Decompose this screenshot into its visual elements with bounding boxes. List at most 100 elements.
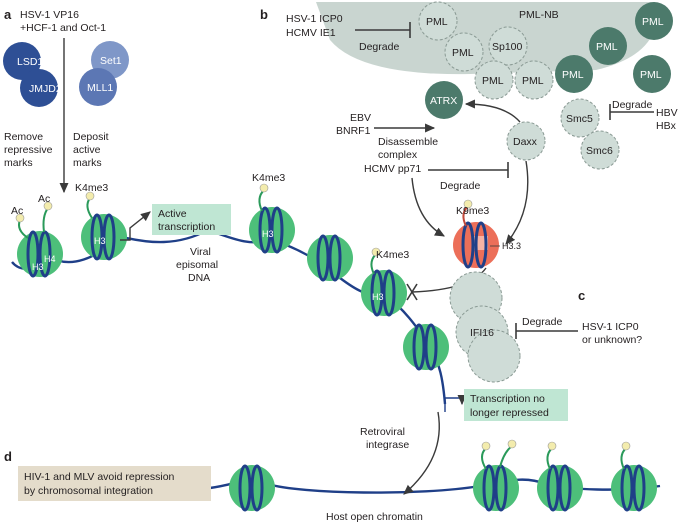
pml-solid-3: PML (635, 2, 673, 40)
no-repression-line1: Transcription no (470, 393, 545, 405)
svg-text:ATRX: ATRX (430, 95, 457, 107)
svg-text:Smc5: Smc5 (566, 113, 593, 125)
pml-nb-label: PML-NB (519, 9, 559, 21)
ac-mark-1: Ac (11, 205, 23, 217)
active-transcription-line1: Active (158, 208, 187, 220)
pml-solid-2: PML (589, 27, 627, 65)
svg-text:PML: PML (642, 16, 664, 28)
repression-bar-2 (406, 283, 418, 301)
panel-d-letter: d (4, 449, 12, 464)
pp71-arrow-to-nucleosome (411, 177, 445, 237)
svg-text:PML: PML (596, 41, 618, 53)
remove-line2: repressive (4, 144, 53, 156)
sp100-protein: Sp100 (488, 26, 528, 66)
no-repression-box (464, 389, 568, 421)
remove-line3: marks (4, 157, 33, 169)
episome-line3: DNA (188, 272, 210, 284)
integration-line1: HIV-1 and MLV avoid repression (24, 471, 175, 483)
host-nucleosome-4 (611, 441, 657, 512)
pml-dashed-1: PML (418, 1, 458, 41)
active-transcription-pointer (120, 211, 151, 241)
host-chromatin-label: Host open chromatin (326, 511, 423, 523)
panel-c-letter: c (578, 288, 585, 303)
h3-label-3: H3 (262, 229, 274, 239)
daxx-protein: Daxx (506, 121, 546, 161)
integration-line2: by chromosomal integration (24, 485, 153, 497)
inducer-line2: +HCF-1 and Oct-1 (20, 22, 106, 34)
svg-text:Sp100: Sp100 (492, 41, 523, 53)
host-nucleosome-2 (473, 439, 519, 512)
deposit-line3: marks (73, 157, 102, 169)
integration-box (18, 466, 211, 501)
svg-text:PML: PML (426, 16, 448, 28)
svg-text:PML: PML (640, 69, 662, 81)
k4me3-label-3: K4me3 (376, 249, 409, 261)
ifi16-cluster (449, 271, 521, 383)
lsd1-enzyme (3, 42, 41, 80)
degrade-label-c: Degrade (522, 316, 562, 328)
ac-mark-2: Ac (38, 193, 50, 205)
h3-3-label: H3.3 (502, 241, 521, 251)
set1-label: Set1 (100, 55, 122, 67)
h4-label: H4 (44, 254, 56, 264)
svg-text:PML: PML (522, 75, 544, 87)
svg-text:Daxx: Daxx (513, 136, 538, 148)
integrase-line1: Retroviral (360, 426, 405, 438)
icp0-unknown-line2: or unknown? (582, 334, 642, 346)
lsd1-label: LSD1 (17, 56, 43, 68)
integrase-arrow (403, 411, 440, 495)
nucleosome-k4me3-2 (249, 183, 295, 254)
icp0-unknown-line1: HSV-1 ICP0 (582, 321, 639, 333)
integrase-line2: integrase (366, 439, 409, 451)
nucleosome-k4me3-1 (81, 191, 127, 261)
nucleosome-plain-1 (307, 234, 353, 282)
episome-line2: episomal (176, 259, 218, 271)
nucleosome-k4me3-3 (361, 247, 407, 317)
k9me3-label: K9me3 (456, 205, 489, 217)
jmjd2-enzyme (20, 69, 58, 107)
k4me3-label-2: K4me3 (252, 172, 285, 184)
host-dna-strand (209, 478, 661, 494)
nucleosome-plain-2 (403, 323, 449, 371)
icp0-ie1-line1: HSV-1 ICP0 (286, 13, 343, 25)
svg-text:PML: PML (452, 47, 474, 59)
episome-line1: Viral (190, 246, 211, 258)
pml-dashed-3: PML (474, 60, 514, 100)
h3-label-4: H3 (372, 292, 384, 302)
disassemble-line2: complex (378, 149, 418, 161)
svg-text:PML: PML (482, 75, 504, 87)
host-nucleosome-3 (537, 441, 583, 512)
ifi16-label: IFI16 (470, 327, 494, 339)
svg-text:PML: PML (562, 69, 584, 81)
atrx-protein: ATRX (425, 81, 463, 119)
no-repression-pointer (444, 398, 462, 412)
degrade-label-1: Degrade (359, 41, 399, 53)
ebv-line2: BNRF1 (336, 125, 371, 137)
mll1-label: MLL1 (87, 82, 113, 94)
k4me3-label-1: K4me3 (75, 182, 108, 194)
daxx-to-nucleosome-arrow (505, 160, 529, 245)
panel-a-letter: a (4, 7, 12, 22)
nucleosome-repressed (453, 199, 500, 269)
disassemble-line1: Disassemble (378, 136, 438, 148)
degrade-label-2: Degrade (440, 180, 480, 192)
pp71-label: HCMV pp71 (364, 163, 421, 175)
deposit-line1: Deposit (73, 131, 109, 143)
mll1-enzyme (79, 68, 117, 106)
degrade-label-3: Degrade (612, 99, 652, 111)
svg-text:Smc6: Smc6 (586, 145, 613, 157)
active-transcription-box (152, 204, 231, 235)
panel-b-letter: b (260, 7, 268, 22)
pml-solid-1: PML (555, 55, 593, 93)
daxx-to-atrx-arrow (464, 99, 521, 123)
jmjd2-label: JMJD2 (29, 83, 62, 95)
pml-solid-4: PML (633, 55, 671, 93)
remove-line1: Remove (4, 131, 43, 143)
h3-label-2: H3 (94, 236, 106, 246)
host-nucleosome-1 (229, 464, 275, 512)
pml-dashed-2: PML (444, 32, 484, 72)
ebv-line1: EBV (350, 112, 371, 124)
smc6-protein: Smc6 (580, 130, 620, 170)
